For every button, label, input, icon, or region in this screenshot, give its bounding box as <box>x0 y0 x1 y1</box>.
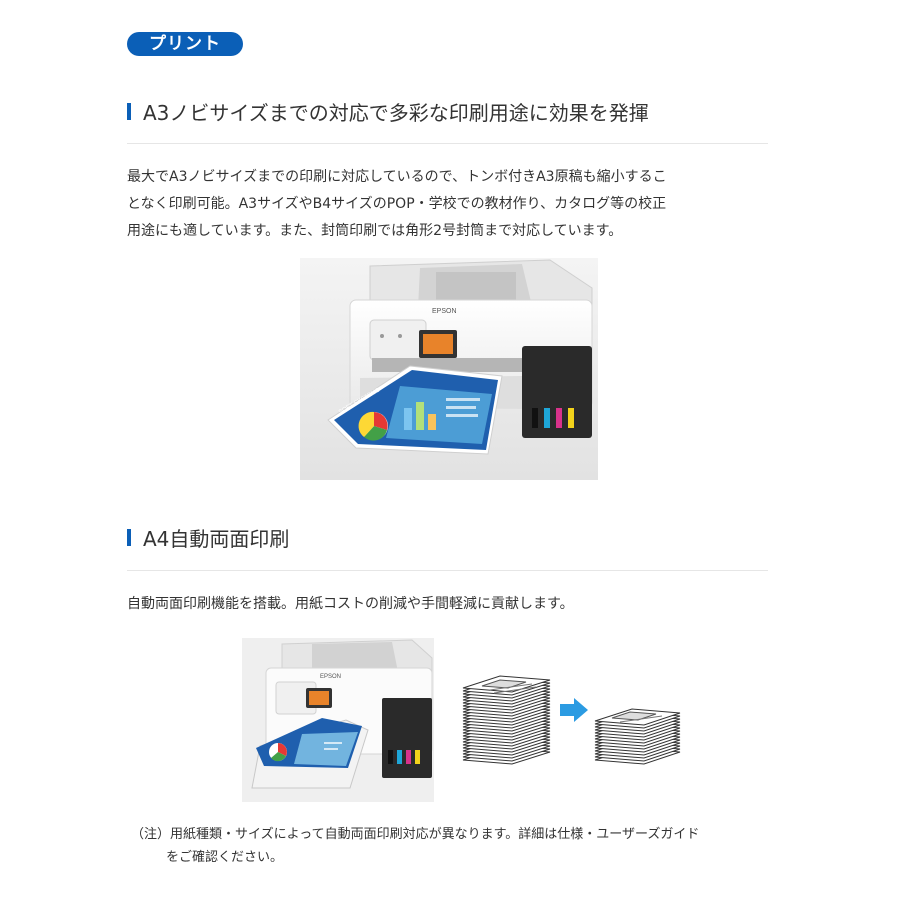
section-heading-a3: A3ノビサイズまでの対応で多彩な印刷用途に効果を発揮 <box>127 97 649 126</box>
body-line: 用途にも適しています。また、封筒印刷では角形2号封筒まで対応しています。 <box>127 223 623 239</box>
footnote-line: をご確認ください。 <box>166 850 284 865</box>
paper-stack-tall <box>462 675 551 765</box>
heading-accent-bar <box>127 529 131 546</box>
arrow-right-icon <box>560 698 588 722</box>
section-divider <box>127 570 768 571</box>
a3-printer-image: EPSON SOFT SYSTEMS <box>300 258 598 480</box>
ink-tank-unit <box>382 698 432 778</box>
ink-tank-unit <box>522 346 592 438</box>
duplex-printer-image: EPSON <box>242 638 434 802</box>
print-badge: プリント <box>127 32 243 56</box>
section-title-duplex: A4自動両面印刷 <box>143 527 290 551</box>
body-line: となく印刷可能。A3サイズやB4サイズのPOP・学校での教材作り、カタログ等の校… <box>127 196 667 212</box>
heading-accent-bar <box>127 103 131 120</box>
section-title-a3: A3ノビサイズまでの対応で多彩な印刷用途に効果を発揮 <box>143 101 649 125</box>
footnote-line: （注）用紙種類・サイズによって自動両面印刷対応が異なります。詳細は仕様・ユーザー… <box>131 827 700 842</box>
paper-reduction-diagram <box>462 675 681 765</box>
printer-brand-text: EPSON <box>320 674 341 680</box>
section-heading-duplex: A4自動両面印刷 <box>127 523 289 552</box>
section-body-duplex: 自動両面印刷機能を搭載。用紙コストの削減や手間軽減に貢献します。 <box>127 591 772 618</box>
body-line: 最大でA3ノビサイズまでの印刷に対応しているので、トンボ付きA3原稿も縮小するこ <box>127 169 667 185</box>
footnote: （注）用紙種類・サイズによって自動両面印刷対応が異なります。詳細は仕様・ユーザー… <box>131 823 781 869</box>
section-body-a3: 最大でA3ノビサイズまでの印刷に対応しているので、トンボ付きA3原稿も縮小するこ… <box>127 164 772 245</box>
body-line: 自動両面印刷機能を搭載。用紙コストの削減や手間軽減に貢献します。 <box>127 596 574 612</box>
section-divider <box>127 143 768 144</box>
printer-brand-text: EPSON <box>432 308 457 315</box>
